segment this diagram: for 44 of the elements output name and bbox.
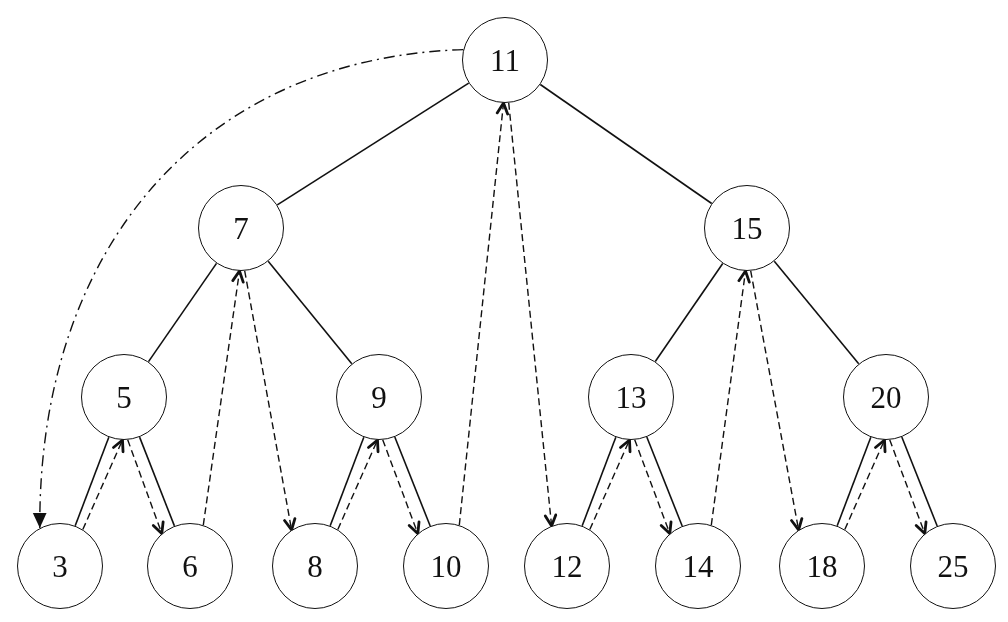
node-value: 18 <box>806 550 838 582</box>
node-value: 12 <box>551 550 583 582</box>
node-value: 20 <box>870 381 902 413</box>
connector-line <box>147 262 218 363</box>
connector-line <box>138 436 176 527</box>
node-value: 14 <box>682 550 714 582</box>
node-value: 15 <box>731 212 763 244</box>
connector-line <box>654 262 724 363</box>
dashed-arrow <box>750 270 804 532</box>
dashed-arrow <box>458 101 510 526</box>
dashed-arrow <box>710 269 751 526</box>
node-value: 7 <box>233 212 249 244</box>
dashed-arrow <box>244 270 297 532</box>
connector-line <box>773 260 860 365</box>
connector-line <box>267 260 353 365</box>
connector-line <box>836 436 872 527</box>
node-value: 5 <box>116 381 132 413</box>
node-value: 3 <box>52 550 68 582</box>
dashed-arrow <box>634 439 673 535</box>
dashed-arrow <box>889 439 928 535</box>
connector-line <box>74 436 110 527</box>
connector-line <box>539 83 713 205</box>
node-value: 10 <box>430 550 462 582</box>
connector-line <box>394 436 431 527</box>
node-value: 9 <box>371 381 387 413</box>
connector-line <box>646 436 683 527</box>
connector-line <box>329 436 365 527</box>
dashed-arrow <box>382 439 421 535</box>
dashed-arrow <box>337 438 380 531</box>
connector-line <box>276 82 470 206</box>
connector-line <box>901 436 938 527</box>
node-value: 25 <box>937 550 969 582</box>
dashed-arrow <box>127 439 165 535</box>
node-value: 11 <box>490 44 520 76</box>
dashed-arrow <box>589 438 632 531</box>
node-value: 13 <box>615 381 647 413</box>
dashed-arrow <box>202 269 245 526</box>
dash-dot-arrow <box>33 48 464 529</box>
connector-line <box>581 436 617 527</box>
node-value: 8 <box>307 550 323 582</box>
dashed-arrow <box>82 438 125 531</box>
node-value: 6 <box>182 550 198 582</box>
dashed-arrow <box>508 102 558 528</box>
dashed-arrow <box>844 438 887 531</box>
